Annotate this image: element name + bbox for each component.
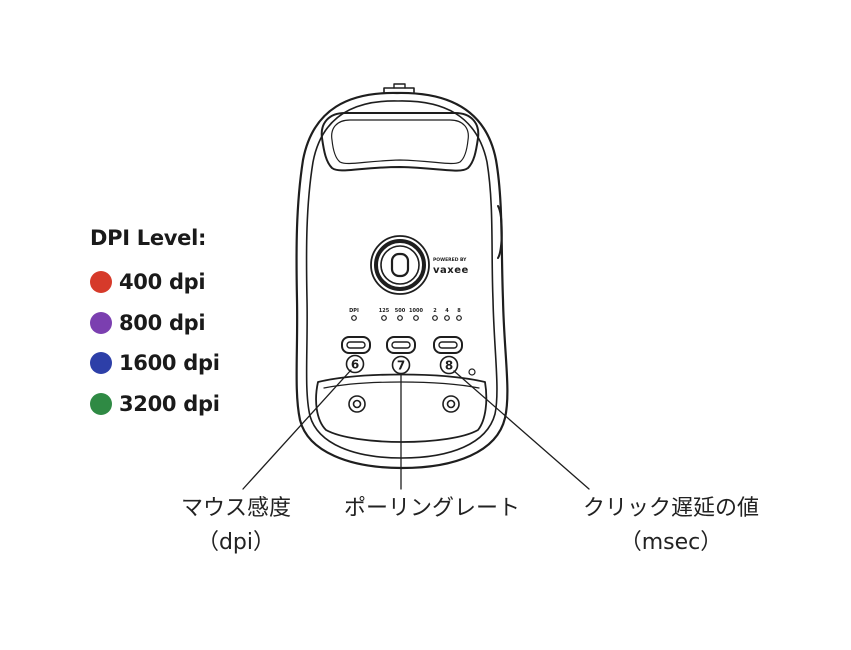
leader-line-delay: [453, 370, 590, 490]
dpi-small-label: DPI: [349, 308, 359, 314]
legend-label: 3200 dpi: [119, 391, 220, 416]
delay-led-2: [432, 315, 438, 321]
caption-polling-title: ポーリングレート: [343, 496, 520, 521]
red-dot-icon: [90, 271, 112, 294]
polling-led-500: [397, 315, 403, 321]
dpi-switch: [341, 336, 371, 354]
caption-delay-title: クリック遅延の値: [582, 496, 759, 521]
caption-delay: クリック遅延の値 （msec）: [557, 492, 785, 560]
cable-notch: [383, 87, 415, 93]
button-8-label: 8: [445, 359, 453, 373]
polling-led-125: [381, 315, 387, 321]
legend-item-400: 400 dpi: [90, 262, 220, 303]
legend-item-800: 800 dpi: [90, 303, 220, 344]
caption-dpi-title: マウス感度: [180, 496, 291, 521]
legend-item-1600: 1600 dpi: [90, 343, 220, 384]
screw-right: [442, 395, 460, 413]
legend-label: 800 dpi: [119, 310, 206, 335]
polling-switch: [386, 336, 416, 354]
delay-label-4: 4: [445, 308, 449, 314]
delay-led-4: [444, 315, 450, 321]
dpi-led: [351, 315, 357, 321]
delay-switch: [433, 336, 463, 354]
mouse-inner-outline: [305, 100, 498, 459]
legend-title: DPI Level:: [90, 226, 207, 250]
polling-label-1000: 1000: [409, 308, 423, 314]
side-button: [497, 205, 503, 259]
caption-dpi-unit: （dpi）: [196, 530, 276, 555]
delay-led-8: [456, 315, 462, 321]
sensor-lens: [390, 252, 410, 278]
brand-small-text: POWERED BY: [433, 257, 467, 263]
caption-polling: ポーリングレート: [322, 492, 542, 526]
legend-item-3200: 3200 dpi: [90, 384, 220, 425]
delay-label-8: 8: [457, 308, 461, 314]
green-dot-icon: [90, 392, 112, 415]
caption-delay-unit: （msec）: [619, 530, 723, 555]
button-6-label: 6: [351, 358, 359, 372]
purple-dot-icon: [90, 311, 112, 334]
bottom-glide-pad: [315, 373, 488, 443]
sensor-outer-ring: [370, 235, 430, 295]
legend-label: 1600 dpi: [119, 351, 220, 376]
top-glide-pad: [320, 112, 480, 172]
dpi-legend: DPI Level: 400 dpi 800 dpi 1600 dpi 3200…: [90, 226, 220, 424]
blue-dot-icon: [90, 352, 112, 375]
brand-logo: vaxee: [433, 265, 469, 276]
polling-label-125: 125: [379, 308, 390, 314]
screw-left: [348, 395, 366, 413]
delay-label-2: 2: [433, 308, 437, 314]
legend-label: 400 dpi: [119, 270, 206, 295]
button-8-marker: [439, 355, 459, 375]
button-6-marker: [345, 354, 365, 374]
leader-line-dpi: [242, 369, 352, 490]
polling-led-1000: [413, 315, 419, 321]
polling-label-500: 500: [395, 308, 406, 314]
caption-dpi: マウス感度 （dpi）: [155, 492, 317, 560]
button-7-label: 7: [397, 359, 405, 373]
mouse-outline: [295, 91, 509, 470]
